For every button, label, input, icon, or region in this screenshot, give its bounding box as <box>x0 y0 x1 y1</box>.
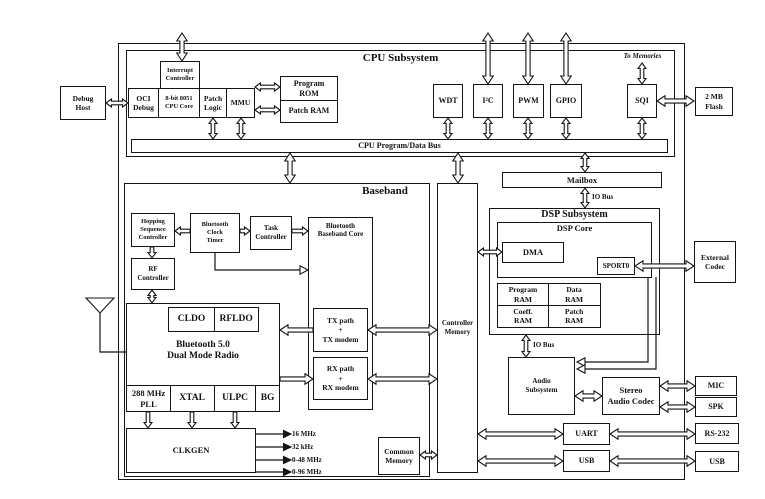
block-patch-ram-dsp: Patch RAM <box>547 304 601 328</box>
block-2mb-flash: 2 MB Flash <box>695 87 733 116</box>
block-mmu: MMU <box>226 88 255 118</box>
block-usb-internal: USB <box>563 450 610 472</box>
block-8051-cpu-core: 8-bit 8051 CPU Core <box>158 88 200 118</box>
block-bluetooth-clock-timer: Bluetooth Clock Timer <box>190 213 240 253</box>
baseband-title: Baseband <box>362 185 408 197</box>
block-data-ram: Data RAM <box>547 283 601 306</box>
block-usb-external: USB <box>695 451 739 472</box>
block-gpio: GPIO <box>550 84 582 118</box>
block-program-rom: Program ROM <box>280 76 338 101</box>
block-sport0: SPORT0 <box>597 257 635 275</box>
block-dma: DMA <box>502 242 564 263</box>
bluetooth-baseband-core-label: Bluetooth Baseband Core <box>317 222 364 239</box>
cpu-program-data-bus: CPU Program/Data Bus <box>131 139 668 153</box>
to-memories-label: To Memories <box>623 52 662 60</box>
block-clkgen: CLKGEN <box>126 428 256 473</box>
io-bus-label-bottom: IO Bus <box>533 341 555 349</box>
block-mailbox: Mailbox <box>502 172 662 188</box>
block-288mhz-pll: 288 MHz PLL <box>126 385 171 412</box>
clock-out-0-48mhz: 0-48 MHz <box>292 456 322 464</box>
block-program-ram: Program RAM <box>497 283 549 306</box>
block-task-controller: Task Controller <box>250 216 292 250</box>
clock-out-16mhz: 16 MHz <box>292 430 316 438</box>
block-rf-controller: RF Controller <box>131 258 175 290</box>
dsp-subsystem-title: DSP Subsystem <box>541 209 608 220</box>
block-rfldo: RFLDO <box>213 307 259 332</box>
block-cldo: CLDO <box>168 307 215 332</box>
block-interrupt-controller: Interrupt Controller <box>160 61 200 89</box>
arrow <box>84 297 116 314</box>
block-coeff-ram: Coeff. RAM <box>497 304 549 328</box>
block-oci-debug: OCI Debug <box>128 88 159 118</box>
block-bluetooth-baseband-core <box>308 217 373 410</box>
block-ulpc: ULPC <box>213 385 257 412</box>
block-uart: UART <box>563 423 610 445</box>
block-patch-ram: Patch RAM <box>280 99 338 123</box>
block-bg: BG <box>255 385 280 412</box>
block-sqi: SQI <box>627 84 657 118</box>
block-stereo-audio-codec: Stereo Audio Codec <box>602 377 660 415</box>
block-mic: MIC <box>695 376 737 396</box>
block-xtal: XTAL <box>169 385 215 412</box>
block-patch-logic: Patch Logic <box>199 88 227 118</box>
radio-title: Bluetooth 5.0 Dual Mode Radio <box>167 340 239 362</box>
block-controller-memory: Controller Memory <box>437 183 478 473</box>
block-external-codec: External Codec <box>694 241 736 283</box>
dsp-core-title: DSP Core <box>556 223 593 233</box>
block-debug-host: Debug Host <box>60 86 106 120</box>
io-bus-label-top: IO Bus <box>592 193 614 201</box>
block-i2c: I²C <box>473 84 503 118</box>
block-tx-path-modem: TX path + TX modem <box>313 308 368 352</box>
block-common-memory: Common Memory <box>378 437 420 475</box>
block-audio-subsystem: Audio Subsystem <box>508 357 575 415</box>
cpu-subsystem-title: CPU Subsystem <box>362 52 439 64</box>
block-rx-path-modem: RX path + RX modem <box>313 357 368 400</box>
block-rs232: RS-232 <box>695 423 739 444</box>
block-spk: SPK <box>695 397 737 417</box>
block-wdt: WDT <box>433 84 463 118</box>
clock-out-32khz: 32 kHz <box>292 443 314 451</box>
clock-out-0-96mhz: 0-96 MHz <box>292 467 322 476</box>
block-pwm: PWM <box>513 84 544 118</box>
block-hopping-sequence-controller: Hopping Sequence Controller <box>131 213 175 247</box>
